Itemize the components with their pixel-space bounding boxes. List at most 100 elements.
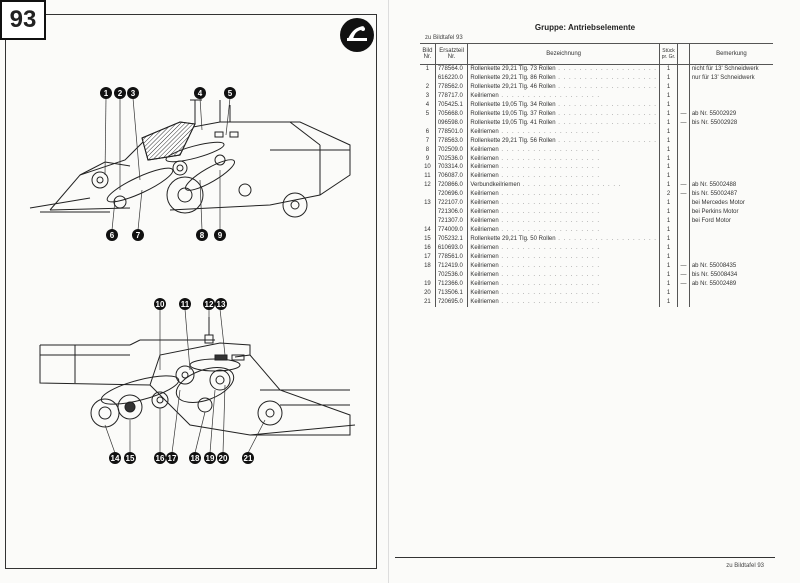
leader-dots: . . . . . . . . . . . . . . . . . . . [498, 227, 601, 234]
cell-bemerkung [688, 100, 773, 110]
leader-dots: . . . . . . . . . . . . . . . . . . . [498, 218, 601, 225]
leader-dots: . . . . . . . . . . . . . . . . . . . [498, 262, 601, 269]
description-text: Keilriemen [470, 289, 499, 296]
svg-text:21: 21 [244, 454, 253, 463]
cell-stueck: 1 [658, 297, 678, 307]
harvester-diagram-bottom: 10 11 12 13 14 15 16 17 18 19 20 21 [39, 298, 356, 464]
cell-stueck: 1 [658, 73, 678, 83]
cell-bezeichnung: Keilriemen . . . . . . . . . . . . . . .… [467, 226, 660, 236]
header-blank [677, 43, 690, 65]
header-bild: Bild Nr. [420, 43, 436, 65]
cell-stueck: 1 [658, 253, 678, 262]
cell-ersatzteil-nr: 722107.0 [434, 199, 468, 209]
cell-bild: 18 [424, 262, 431, 269]
svg-text:1: 1 [104, 89, 109, 98]
cell-bild: 17 [424, 254, 431, 261]
svg-text:20: 20 [219, 454, 228, 463]
cell-bild: 20 [424, 289, 431, 296]
cell-stueck: 1 [658, 172, 678, 182]
cell-bemerkung: bei Mercedes Motor [688, 199, 773, 209]
cell-stueck: 1 [658, 270, 678, 280]
cell-bezeichnung: Keilriemen . . . . . . . . . . . . . . .… [467, 279, 660, 289]
leader-dots: . . . . . . . . . . . . . . . . . . . [555, 110, 657, 117]
cell-dash [677, 199, 690, 209]
cell-bild: 15 [424, 236, 431, 243]
cell-bezeichnung: Rollenkette 29,21 Tlg. 56 Rollen . . . .… [467, 136, 660, 146]
callout-5: 5 [224, 87, 236, 99]
cell-stueck: 1 [658, 226, 678, 236]
cell-bild: 12 [424, 182, 431, 189]
leader-dots: . . . . . . . . . . . . . . . . . . . [498, 155, 601, 162]
cell-bild [420, 74, 435, 83]
leader-dots: . . . . . . . . . . . . . . . . . . . [498, 254, 601, 261]
cell-bild [420, 217, 435, 226]
description-text: Keilriemen [470, 92, 499, 99]
cell-ersatzteil-nr: 720866.0 [434, 181, 468, 191]
svg-text:16: 16 [156, 454, 165, 463]
cell-bild: 7 [425, 137, 430, 144]
cell-bezeichnung: Keilriemen . . . . . . . . . . . . . . .… [467, 297, 660, 307]
callout-7: 7 [132, 229, 144, 241]
cell-ersatzteil-nr: 705425.1 [434, 100, 468, 110]
header-bezeichnung: Bezeichnung [467, 43, 660, 65]
cell-dash [677, 163, 690, 173]
leader-dots: . . . . . . . . . . . . . . . . . . . [498, 191, 601, 198]
cell-dash: — [677, 261, 690, 271]
cell-dash [677, 127, 690, 137]
cell-dash [677, 91, 690, 101]
group-title: Gruppe: Antriebselemente [534, 23, 636, 32]
cell-bemerkung: ab Nr. 55002489 [688, 279, 773, 289]
cell-dash: — [677, 109, 690, 119]
leader-dots: . . . . . . . . . . . . . . . . . . . [555, 66, 657, 72]
cell-stueck: 1 [658, 261, 678, 271]
cell-dash [677, 172, 690, 182]
cell-ersatzteil-nr: 778501.0 [434, 127, 468, 137]
cell-bezeichnung: Keilriemen . . . . . . . . . . . . . . .… [467, 261, 660, 271]
cell-ersatzteil-nr: 702536.0 [434, 270, 468, 280]
description-text: Rollenkette 19,05 Tlg. 34 Rollen [470, 101, 556, 108]
cell-bezeichnung: Keilriemen . . . . . . . . . . . . . . .… [467, 270, 660, 280]
cell-stueck: 1 [658, 91, 678, 101]
cell-ersatzteil-nr: 778717.0 [434, 91, 468, 101]
leader-dots: . . . . . . . . . . . . . . . . . . . [498, 164, 601, 171]
cell-ersatzteil-nr: 705668.0 [434, 109, 468, 119]
cell-bemerkung [688, 226, 773, 236]
cell-dash [677, 145, 690, 155]
callout-2: 2 [114, 87, 126, 99]
cell-stueck: 1 [658, 82, 678, 92]
svg-text:3: 3 [131, 89, 136, 98]
cell-bild: 6 [425, 128, 430, 135]
cell-bemerkung [688, 297, 773, 307]
cell-bild: 10 [424, 164, 431, 171]
cell-dash [677, 64, 690, 74]
cell-bezeichnung: Rollenkette 19,05 Tlg. 41 Rollen . . . .… [467, 118, 660, 128]
cell-stueck: 1 [658, 64, 678, 74]
cell-stueck: 1 [658, 100, 678, 110]
cell-dash [677, 297, 690, 307]
cell-ersatzteil-nr: 712419.0 [434, 261, 468, 271]
cell-bemerkung [688, 253, 773, 262]
cell-bemerkung [688, 235, 773, 245]
cell-bezeichnung: Keilriemen . . . . . . . . . . . . . . .… [467, 91, 660, 101]
cell-stueck: 1 [658, 136, 678, 146]
description-text: Rollenkette 29,21 Tlg. 50 Rollen [470, 236, 556, 243]
leader-dots: . . . . . . . . . . . . . . . . . . . [498, 128, 601, 135]
parts-table: Bild Nr. Ersatzteil Nr. Bezeichnung Stüc… [420, 43, 773, 307]
cell-stueck: 1 [658, 235, 678, 245]
svg-text:8: 8 [200, 231, 205, 240]
cell-bild: 5 [425, 110, 430, 117]
cell-bezeichnung: Keilriemen . . . . . . . . . . . . . . .… [467, 208, 660, 218]
cell-ersatzteil-nr: 712366.0 [434, 279, 468, 289]
cell-bezeichnung: Verbundkeilriemen . . . . . . . . . . . … [467, 181, 660, 191]
callout-17: 17 [166, 452, 178, 464]
cell-stueck: 1 [658, 181, 678, 191]
